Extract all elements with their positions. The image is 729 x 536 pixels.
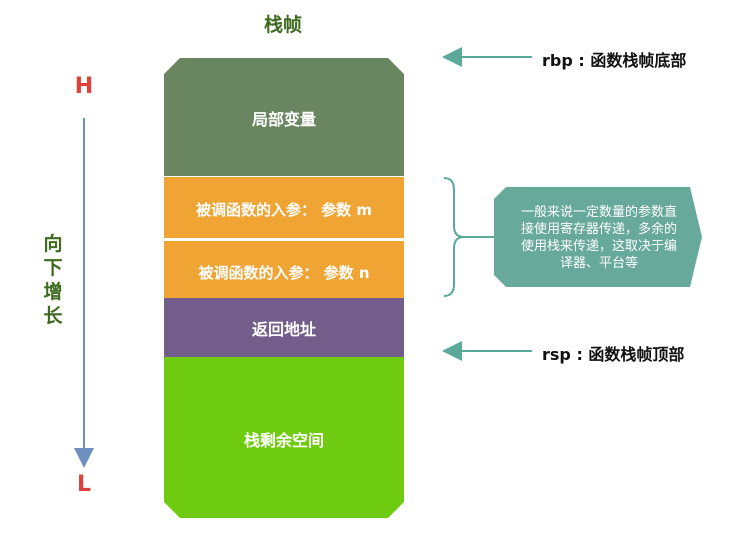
low-address-label: L	[76, 472, 92, 497]
note-callout	[494, 187, 702, 287]
segment-param-n	[164, 241, 404, 298]
segment-local-variables	[164, 58, 404, 176]
segment-return-address	[164, 298, 404, 357]
segment-return-address-label: 返回地址	[251, 320, 316, 339]
segment-param-n-label: 被调函数的入参： 参数 n	[198, 264, 370, 282]
diagram-title: 栈帧	[263, 14, 302, 36]
rbp-label: rbp : 函数栈帧底部	[542, 51, 687, 70]
params-brace	[443, 177, 465, 297]
segment-remaining-space-label: 栈剩余空间	[243, 431, 324, 450]
rsp-label: rsp : 函数栈帧顶部	[542, 345, 685, 364]
segment-remaining-space	[164, 357, 404, 518]
high-address-label: H	[74, 74, 94, 99]
segment-param-m	[164, 177, 404, 238]
note-text: 一般来说一定数量的参数直接使用寄存器传递，多余的使用栈来传递，这取决于编译器、平…	[520, 205, 677, 271]
growth-direction-label: 向下增长	[43, 233, 63, 327]
segment-local-variables-label: 局部变量	[251, 110, 316, 129]
segment-param-m-label: 被调函数的入参： 参数 m	[195, 201, 373, 219]
